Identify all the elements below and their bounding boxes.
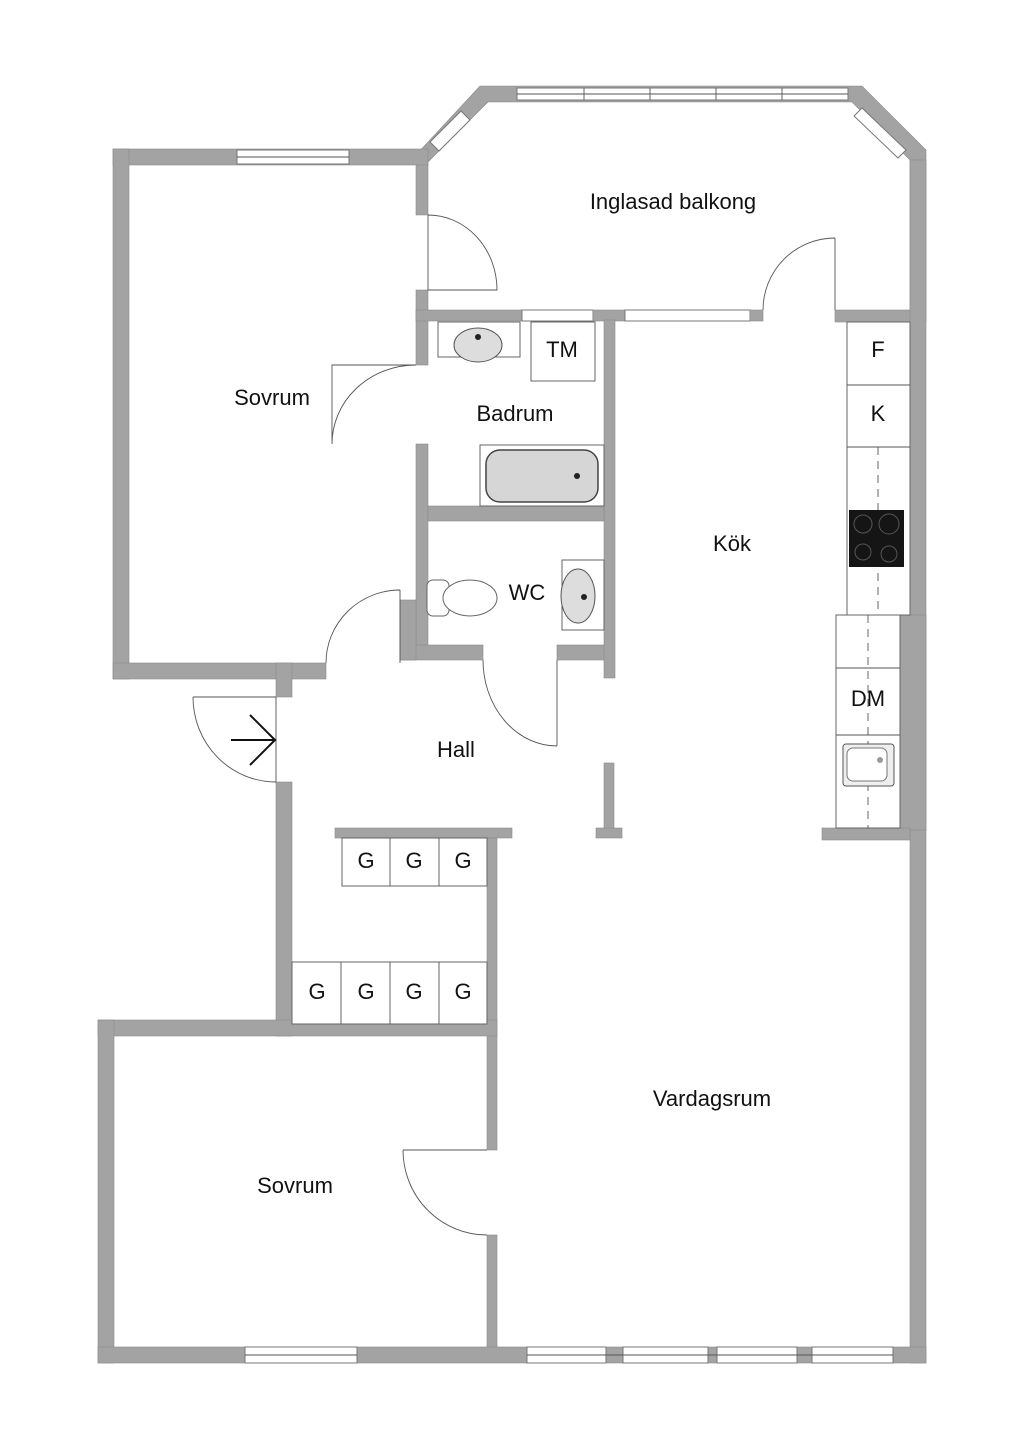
stove-icon xyxy=(849,510,904,567)
label-freezer: K xyxy=(871,401,886,426)
toilet-icon xyxy=(426,579,498,617)
closet-label: G xyxy=(357,979,374,1004)
room-label-bathroom: Badrum xyxy=(476,401,553,426)
closet-label: G xyxy=(454,848,471,873)
label-fridge: F xyxy=(871,337,884,362)
washing-machine-icon xyxy=(530,321,596,382)
room-label-hall: Hall xyxy=(437,737,475,762)
doors xyxy=(192,214,836,1236)
label-washing-machine: TM xyxy=(546,337,578,362)
label-dishwasher: DM xyxy=(851,686,885,711)
room-label-kitchen: Kök xyxy=(713,531,752,556)
bedroom-top-walls xyxy=(112,148,615,680)
entrance-arrow-icon xyxy=(231,714,277,766)
closets-top: G G G xyxy=(341,837,488,887)
closet-label: G xyxy=(308,979,325,1004)
room-label-balcony: Inglasad balkong xyxy=(590,189,756,214)
closets-bottom: G G G G xyxy=(291,961,488,1025)
closet-label: G xyxy=(454,979,471,1004)
closet-label: G xyxy=(405,979,422,1004)
bottom-walls xyxy=(97,1019,927,1364)
kitchen-sink-icon xyxy=(842,743,895,787)
room-label-living-room: Vardagsrum xyxy=(653,1086,771,1111)
closet-label: G xyxy=(405,848,422,873)
bathroom-sink-icon xyxy=(437,321,521,363)
bathtub-icon xyxy=(479,444,605,507)
closet-label: G xyxy=(357,848,374,873)
balcony-walls xyxy=(415,85,927,311)
room-label-bedroom-top: Sovrum xyxy=(234,385,310,410)
hall-walls xyxy=(275,662,623,1350)
room-label-bedroom-bottom: Sovrum xyxy=(257,1173,333,1198)
wc-sink-icon xyxy=(560,559,605,631)
balcony-bottom-wall xyxy=(415,309,927,323)
room-label-wc: WC xyxy=(509,580,546,605)
